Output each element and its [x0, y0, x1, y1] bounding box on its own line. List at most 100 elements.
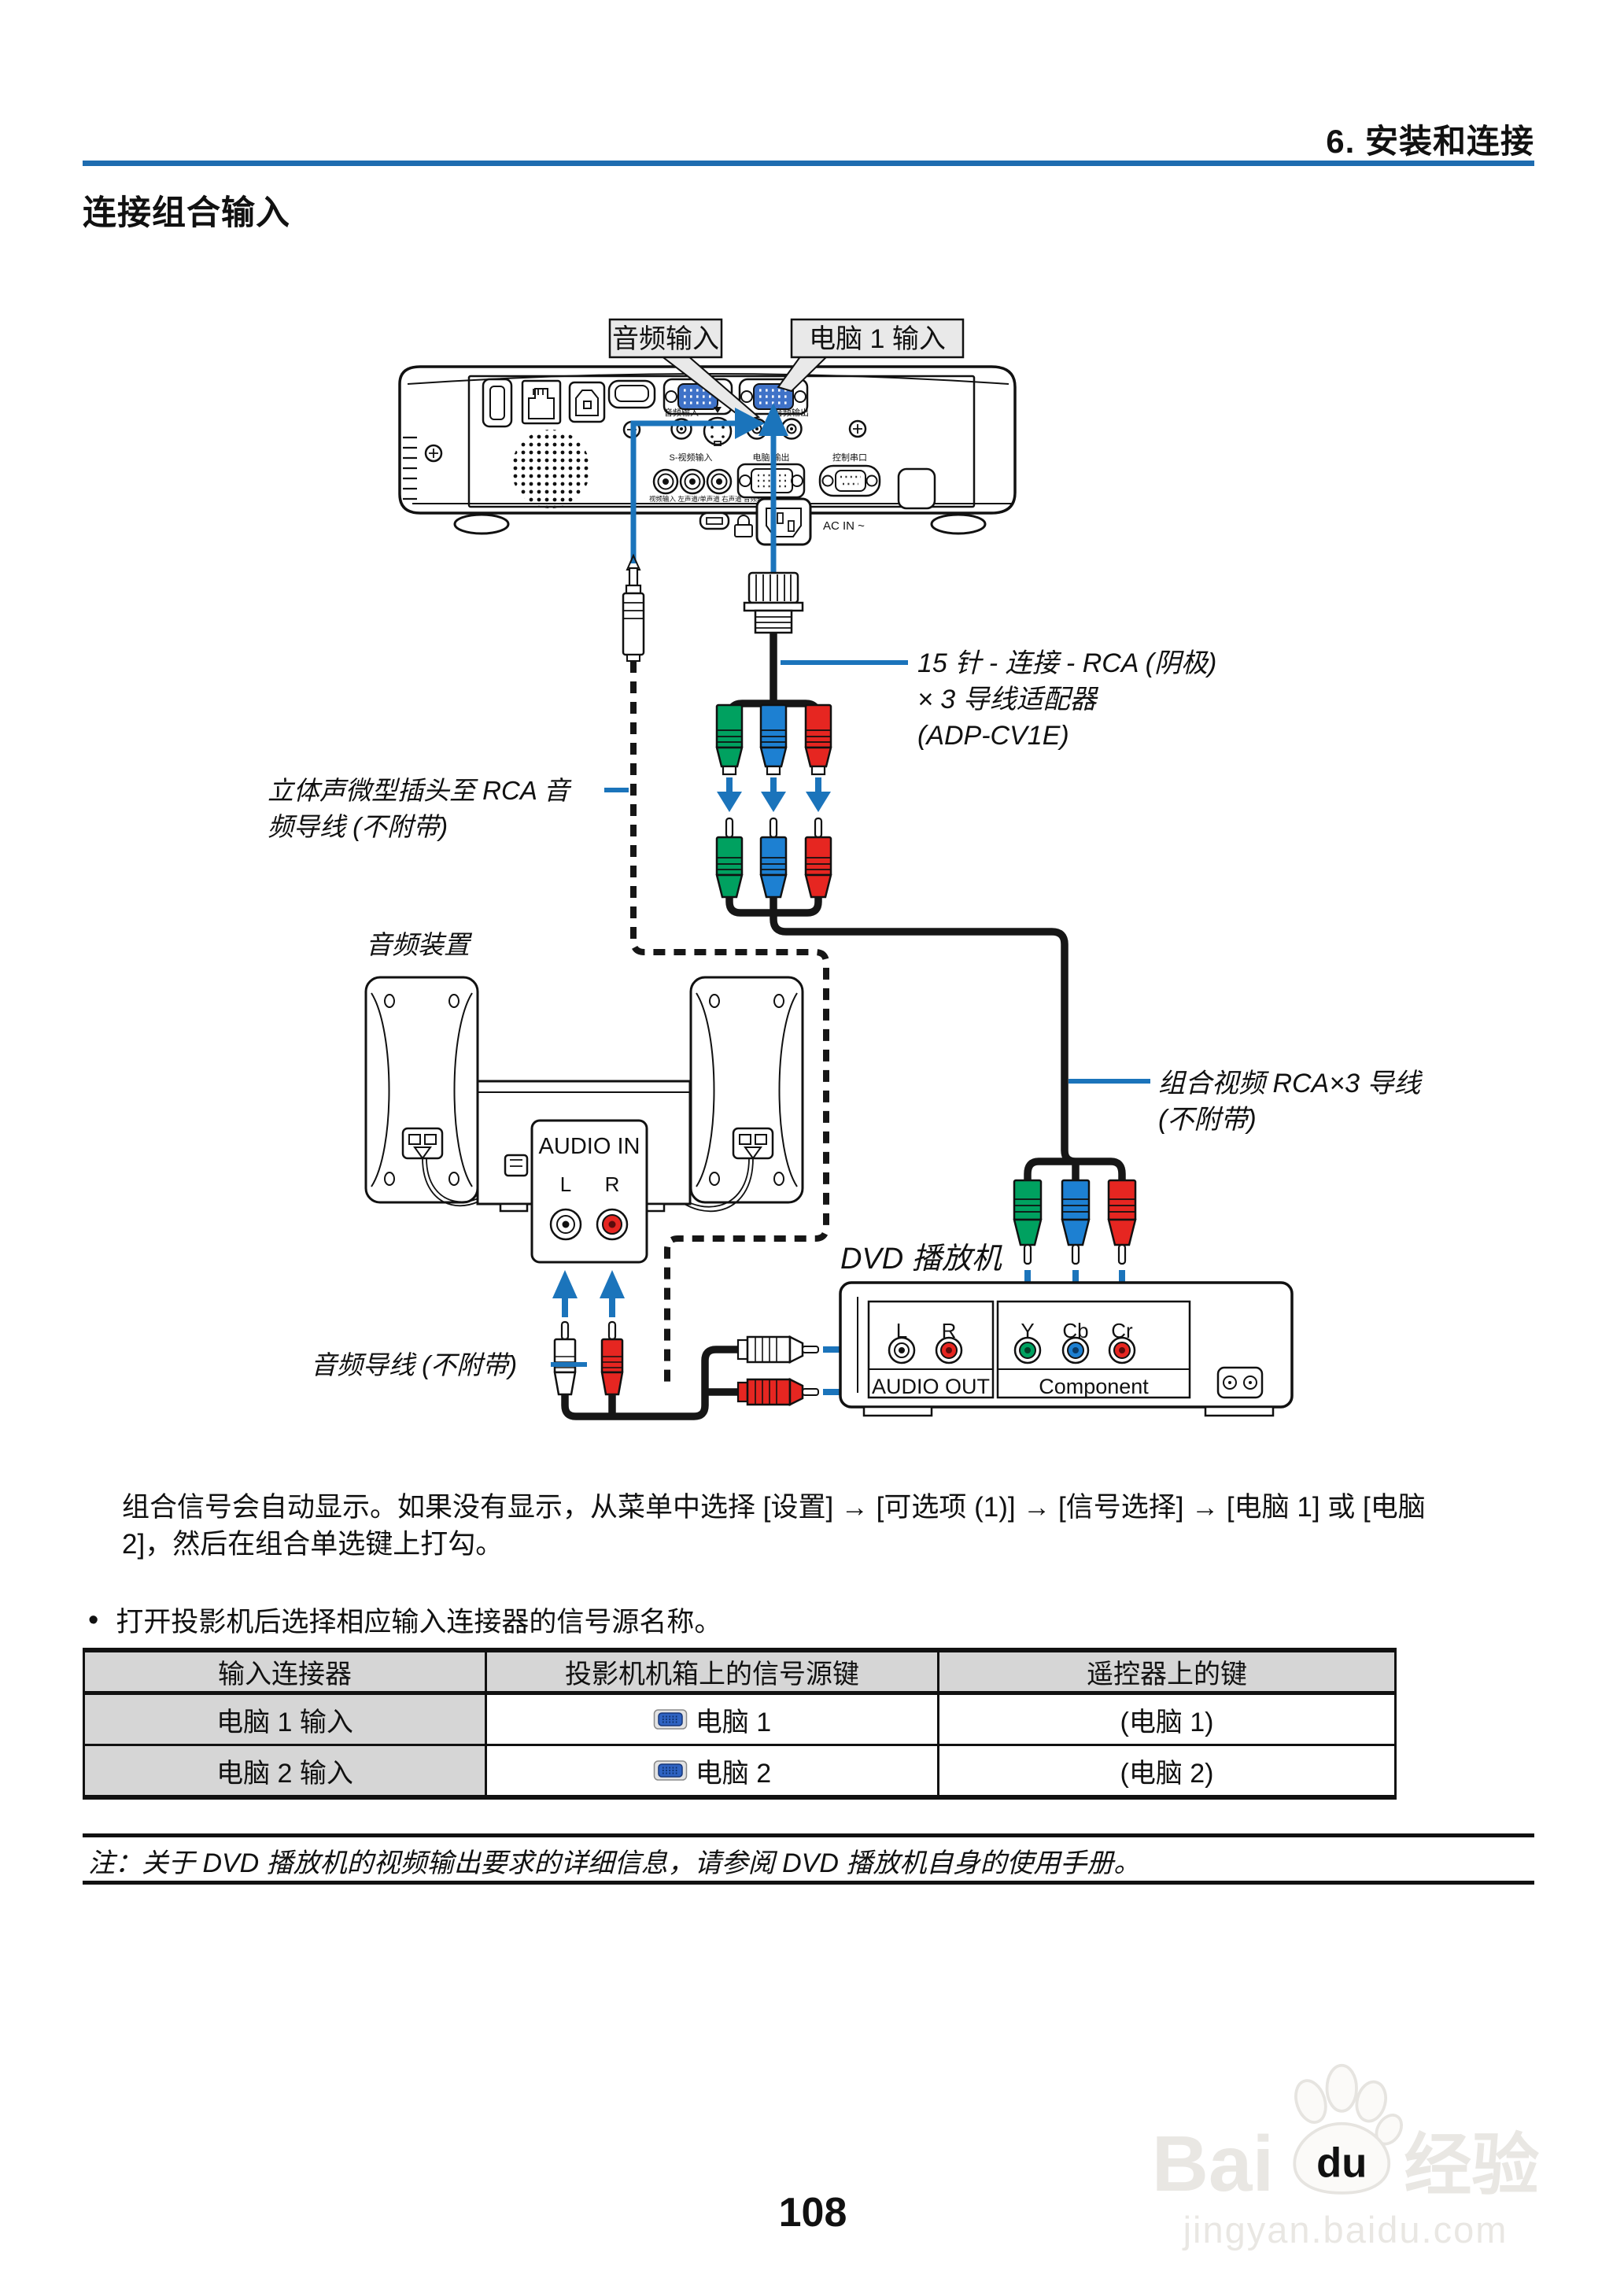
rca-plug-red-up — [804, 817, 832, 899]
callout-computer1-in: 电脑 1 输入 — [809, 324, 946, 354]
stereo-label-1: 立体声微型插头至 RCA 音 — [268, 776, 572, 805]
watermark-url: jingyan.baidu.com — [1183, 2209, 1508, 2251]
source-key-text-1: 电脑 1 — [695, 1707, 772, 1737]
marker-triangle — [714, 407, 722, 413]
body-paragraph-line2: 2]，然后在组合单选键上打勾。 — [122, 1529, 504, 1560]
dvd-l-jack — [888, 1336, 916, 1364]
cell-source-key-2: 电脑 2 — [485, 1744, 939, 1800]
rca-plug-red-down — [804, 703, 832, 776]
watermark-jingyan: 经验 — [1404, 2128, 1540, 2204]
lan-port — [521, 379, 562, 425]
audio-in-l-label: L — [560, 1172, 571, 1196]
component-plug-y — [1013, 1179, 1043, 1265]
body-paragraph-line1: 组合信号会自动显示。如果没有显示，从菜单中选择 [设置] → [可选项 (1)]… — [122, 1492, 1426, 1523]
watermark-brand: Bai du 经验 — [1133, 2062, 1558, 2203]
exhaust-vents — [403, 436, 443, 500]
dvd-r-label: R — [942, 1319, 957, 1342]
chapter-header: 6. 安装和连接 — [1326, 123, 1534, 160]
audio-device-illustration: AUDIO IN L R — [364, 976, 804, 1264]
lock-icon — [734, 515, 753, 537]
watermark-bai: Bai — [1151, 2120, 1275, 2208]
col-header-connector: 输入连接器 — [83, 1648, 487, 1695]
dvd-cr-jack — [1108, 1336, 1136, 1364]
component-cable-label-2: (不附带) — [1158, 1105, 1257, 1135]
source-key-text-2: 电脑 2 — [695, 1758, 772, 1789]
cell-connector-2: 电脑 2 输入 — [83, 1744, 487, 1800]
audio-cable — [561, 1346, 738, 1420]
bullet-marker: • — [88, 1604, 99, 1637]
table-row: 电脑 1 输入 电脑 1 (电脑 1) — [83, 1692, 1397, 1746]
label-audio-in-small: 音频输入 — [664, 407, 699, 418]
rca-plug-green-up — [715, 817, 744, 899]
ac-inlet — [755, 497, 812, 546]
signal-source-table: 输入连接器 投影机机箱上的信号源键 遥控器上的键 电脑 1 输入 电脑 1 — [83, 1648, 1397, 1800]
audio-connection-arrow — [630, 408, 765, 563]
baidu-watermark: Bai du 经验 jingyan.baidu.com — [1133, 2062, 1558, 2251]
audio-plug-white-up — [553, 1320, 577, 1396]
col-header-remote-key: 遥控器上的键 — [937, 1648, 1397, 1695]
component-plug-cb — [1061, 1179, 1091, 1265]
arrow-up-audio-l — [552, 1270, 578, 1317]
audio-in-title: AUDIO IN — [539, 1134, 640, 1159]
speaker-grille — [511, 430, 590, 508]
usb-b-port — [568, 381, 606, 423]
rca-plug-blue-up — [759, 817, 788, 899]
dvd-l-label: L — [896, 1319, 907, 1342]
audio-in-l-jack — [549, 1208, 582, 1241]
audio-in-r-label: R — [605, 1172, 620, 1196]
label-ac-in: AC IN ~ — [823, 519, 865, 533]
control-serial-port — [818, 464, 881, 497]
cell-connector-1: 电脑 1 输入 — [83, 1692, 487, 1746]
projector-illustration: 音频输入 音频输出 S-视频输入 视频输入 左声道/单声道 右声道 音频输入 电… — [398, 365, 1017, 546]
adapter-label-1: 15 针 - 连接 - RCA (阴极) — [917, 648, 1216, 678]
video-rca-jack — [652, 468, 679, 495]
stereo-mini-cable-dashed — [630, 661, 829, 1382]
vga-connection-arrow — [758, 403, 788, 576]
watermark-du: du — [1316, 2140, 1367, 2186]
audio-plug-red-right — [736, 1378, 820, 1406]
security-slot — [699, 511, 730, 530]
note-rule-top — [83, 1833, 1534, 1837]
dvd-power-inlet — [1216, 1366, 1264, 1399]
arrow-down-green — [717, 777, 742, 812]
adapter-label-2: × 3 导线适配器 — [917, 685, 1099, 714]
dvd-cb-jack — [1061, 1336, 1090, 1364]
audio-device-label: 音频装置 — [366, 930, 473, 959]
dvd-component-label: Component — [1039, 1375, 1149, 1398]
arrow-down-red — [806, 777, 831, 812]
baidu-paw-icon: du — [1293, 2063, 1404, 2195]
label-svideo-small: S-视频输入 — [670, 452, 713, 463]
arrow-up-audio-r — [600, 1270, 625, 1317]
col-header-source-key: 投影机机箱上的信号源键 — [485, 1648, 939, 1695]
dvd-audio-out-label: AUDIO OUT — [872, 1375, 990, 1398]
audio-plug-white-right — [736, 1335, 820, 1364]
table-row: 电脑 2 输入 电脑 2 (电脑 2) — [83, 1744, 1397, 1800]
bullet-text: 打开投影机后选择相应输入连接器的信号源名称。 — [116, 1607, 722, 1638]
label-audio-out-small: 音频输出 — [774, 407, 809, 418]
label-control-port-small: 控制串口 — [832, 452, 867, 463]
stereo-label-2: 频导线 (不附带) — [268, 812, 448, 841]
stereo-mini-plug — [622, 553, 645, 662]
audio-plug-red-up — [600, 1320, 624, 1396]
page-number: 108 — [778, 2190, 847, 2236]
callout-audio-in: 音频输入 — [612, 324, 719, 354]
cell-remote-key-2: (电脑 2) — [937, 1744, 1397, 1800]
bullet-item: • 打开投影机后选择相应输入连接器的信号源名称。 — [88, 1604, 722, 1641]
page-title: 连接组合输入 — [83, 194, 290, 232]
display-port — [482, 378, 513, 428]
component-cable-label-1: 组合视频 RCA×3 导线 — [1158, 1069, 1423, 1098]
note-rule-bottom — [83, 1881, 1534, 1885]
note-text: 注：关于 DVD 播放机的视频输出要求的详细信息，请参阅 DVD 播放机自身的使… — [88, 1848, 1141, 1878]
audio-r-rca-jack — [706, 468, 733, 495]
cell-remote-key-1: (电脑 1) — [937, 1692, 1397, 1746]
hdmi-port — [607, 379, 656, 439]
audio-l-rca-jack — [679, 468, 706, 495]
header-rule — [83, 161, 1534, 166]
connection-diagram: 音频输入 音频输出 S-视频输入 视频输入 左声道/单声道 右声道 音频输入 电… — [268, 318, 1423, 1420]
dvd-label: DVD 播放机 — [840, 1243, 1003, 1276]
adapter-label-3: (ADP-CV1E) — [917, 721, 1069, 751]
arrow-down-blue — [761, 777, 786, 812]
dvd-r-jack — [935, 1336, 963, 1364]
dvd-y-jack — [1013, 1336, 1042, 1364]
